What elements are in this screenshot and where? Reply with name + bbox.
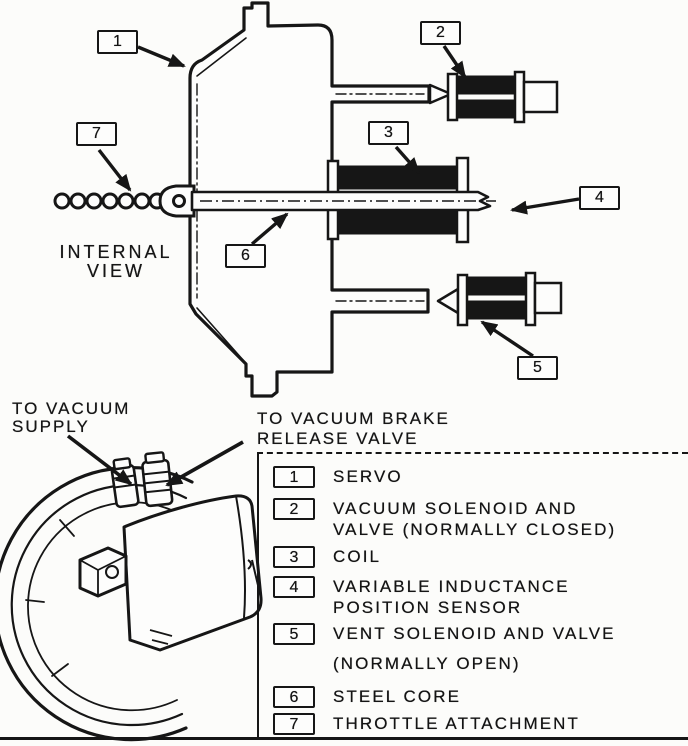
vacuum-supply-line2: SUPPLY	[12, 417, 90, 436]
callout-arrows	[97, 45, 580, 358]
figure-bottom-rule	[0, 737, 688, 740]
callout-6: 6	[225, 244, 266, 268]
legend-text-2-line1: VACUUM SOLENOID AND	[333, 499, 578, 518]
callout-2: 2	[420, 21, 461, 45]
legend-text-4: VARIABLE INDUCTANCE POSITION SENSOR	[333, 577, 570, 618]
legend-text-5-line2: (NORMALLY OPEN)	[333, 654, 521, 673]
legend-text-2-line2: VALVE (NORMALLY CLOSED)	[333, 519, 617, 539]
coil-drawing	[326, 156, 470, 244]
electrical-connector	[78, 546, 128, 598]
callout-1: 1	[97, 30, 138, 54]
legend-number-1: 1	[273, 466, 315, 488]
vacuum-supply-label: TO VACUUM SUPPLY	[12, 400, 130, 436]
callout-7: 7	[76, 122, 117, 146]
brake-release-line2: RELEASE VALVE	[257, 429, 419, 448]
legend-text-6: STEEL CORE	[333, 687, 462, 706]
legend-text-7: THROTTLE ATTACHMENT	[333, 714, 581, 733]
legend-number-7: 7	[273, 713, 315, 735]
legend-text-1: SERVO	[333, 467, 403, 486]
callout-3: 3	[368, 121, 409, 145]
vacuum-solenoid-drawing	[428, 70, 559, 124]
legend-text-4-line2: POSITION SENSOR	[333, 597, 523, 617]
legend-panel: 1 SERVO 2 VACUUM SOLENOID AND VALVE (NOR…	[257, 452, 688, 739]
internal-view-line1: INTERNAL	[59, 242, 173, 262]
brake-release-label: TO VACUUM BRAKE RELEASE VALVE	[257, 409, 450, 449]
legend-text-3: COIL	[333, 547, 382, 566]
brake-release-port	[141, 451, 174, 508]
legend-text-5-line1: VENT SOLENOID AND VALVE	[333, 624, 616, 643]
legend-number-2: 2	[273, 498, 315, 520]
vacuum-supply-line1: TO VACUUM	[12, 399, 131, 418]
brake-release-line1: TO VACUUM BRAKE	[257, 409, 450, 428]
throttle-chain	[53, 184, 196, 218]
legend-text-2: VACUUM SOLENOID AND VALVE (NORMALLY CLOS…	[333, 499, 616, 540]
legend-number-4: 4	[273, 576, 315, 598]
legend-number-5: 5	[273, 623, 315, 645]
vent-solenoid-drawing	[436, 271, 563, 327]
solenoid-housing-cylinder	[122, 494, 263, 652]
port-label-arrows	[66, 434, 244, 487]
callout-4: 4	[579, 186, 620, 210]
internal-view-label: INTERNAL VIEW	[52, 243, 180, 281]
vacuum-supply-port	[110, 457, 140, 509]
legend-number-3: 3	[273, 546, 315, 568]
legend-number-6: 6	[273, 686, 315, 708]
internal-view-line2: VIEW	[86, 261, 145, 281]
callout-5: 5	[517, 356, 558, 380]
legend-text-4-line1: VARIABLE INDUCTANCE	[333, 577, 570, 596]
steel-core-rod	[190, 190, 496, 212]
